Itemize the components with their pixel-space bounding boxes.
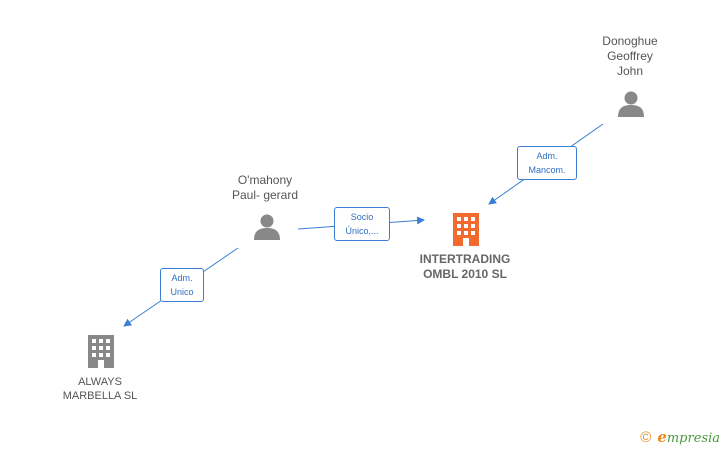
person-name-donoghue[interactable]: Donoghue Geoffrey John [602, 34, 658, 78]
relation-label-adm-unico[interactable]: Adm. Unico [160, 268, 204, 302]
company-name-always[interactable]: ALWAYS MARBELLA SL [62, 376, 138, 402]
person-icon[interactable] [253, 213, 281, 241]
relation-label-socio-unico[interactable]: Socio Único,... [334, 207, 390, 241]
brand-logo: empresia [657, 428, 720, 446]
building-icon[interactable] [86, 334, 116, 368]
person-name-omahony[interactable]: O'mahony Paul- gerard [231, 173, 299, 202]
company-name-intertrading[interactable]: INTERTRADING OMBL 2010 SL [419, 252, 511, 281]
person-icon[interactable] [617, 90, 645, 118]
copyright-footer: © empresia [640, 428, 720, 446]
copyright-icon: © [640, 428, 652, 446]
building-icon[interactable] [451, 212, 481, 246]
relation-label-adm-mancom[interactable]: Adm. Mancom. [517, 146, 577, 180]
